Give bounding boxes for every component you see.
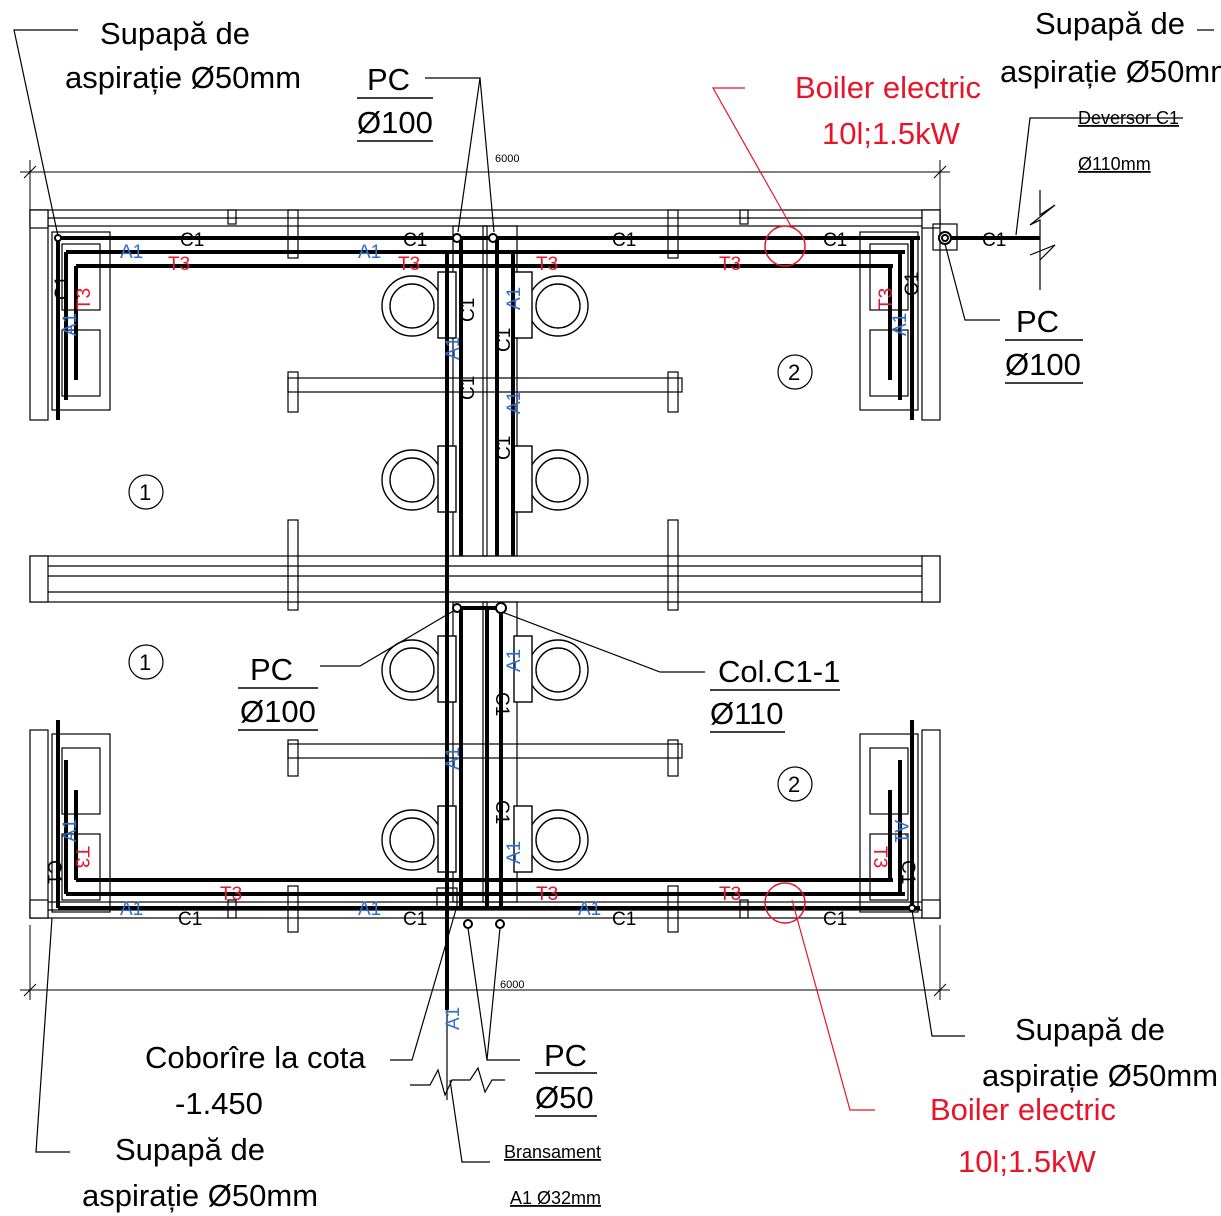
callout-boiler-top: 10l;1.5kW bbox=[822, 116, 961, 151]
tag-t3: T3 bbox=[74, 288, 95, 310]
tag-c1: C1 bbox=[458, 376, 479, 400]
tag-c1: C1 bbox=[491, 800, 512, 824]
tag-c1: C1 bbox=[43, 860, 64, 884]
tag-c1: C1 bbox=[180, 230, 204, 251]
tag-t3: T3 bbox=[220, 884, 242, 905]
tag-c1: C1 bbox=[403, 230, 427, 251]
tag-a1: A1 bbox=[443, 747, 464, 770]
boiler-markers bbox=[764, 225, 806, 924]
leader-lines-red bbox=[711, 87, 875, 1111]
tag-c1: C1 bbox=[902, 272, 923, 296]
callout-supapa-top-left: aspirație Ø50mm bbox=[65, 60, 301, 95]
tag-a1: A1 bbox=[443, 337, 464, 360]
tag-t3: T3 bbox=[71, 846, 92, 868]
tag-c1: C1 bbox=[982, 230, 1006, 251]
tag-c1: C1 bbox=[897, 860, 918, 884]
callout-supapa-bottom-right: Supapă de bbox=[1015, 1012, 1165, 1047]
tag-a1: A1 bbox=[60, 819, 81, 842]
pipe-fittings bbox=[54, 231, 952, 929]
deversor-box bbox=[932, 223, 958, 251]
tag-c1: C1 bbox=[52, 276, 73, 300]
callout-boiler-bottom: 10l;1.5kW bbox=[958, 1144, 1097, 1179]
tag-c1: C1 bbox=[491, 692, 512, 716]
tag-a1: A1 bbox=[120, 899, 143, 920]
toilets bbox=[381, 271, 589, 873]
callout-pc-mid: Ø100 bbox=[240, 694, 316, 729]
dimension-lines bbox=[20, 160, 950, 1000]
tag-a1: A1 bbox=[504, 649, 525, 672]
tag-c1: C1 bbox=[823, 909, 847, 930]
tag-a1: A1 bbox=[504, 391, 525, 414]
callout-coborire: Coborîre la cota bbox=[145, 1040, 366, 1075]
tag-t3: T3 bbox=[869, 846, 890, 868]
tag-a1: A1 bbox=[578, 899, 601, 920]
callout-boiler-top: Boiler electric bbox=[795, 70, 981, 105]
tag-t3: T3 bbox=[876, 288, 897, 310]
tag-t3: T3 bbox=[719, 254, 741, 275]
tag-a1: A1 bbox=[890, 820, 911, 843]
tag-c1: C1 bbox=[494, 328, 515, 352]
tag-a1: A1 bbox=[60, 313, 81, 336]
tag-t3: T3 bbox=[536, 884, 558, 905]
tag-a1: A1 bbox=[504, 841, 525, 864]
callout-col-c1: Ø110 bbox=[710, 696, 784, 731]
tag-t3: T3 bbox=[536, 254, 558, 275]
tag-t3: T3 bbox=[719, 884, 741, 905]
callout-pc-mid: PC bbox=[250, 652, 293, 687]
room-number: 2 bbox=[788, 360, 800, 385]
leader-lines bbox=[13, 29, 1214, 1163]
tag-c1: C1 bbox=[403, 909, 427, 930]
callout-supapa-top-right: aspirație Ø50mm bbox=[1000, 54, 1221, 89]
callout-coborire: -1.450 bbox=[175, 1086, 263, 1121]
callout-pc-right: Ø100 bbox=[1005, 347, 1081, 382]
tag-a1: A1 bbox=[504, 287, 525, 310]
tag-c1: C1 bbox=[612, 909, 636, 930]
tag-a1: A1 bbox=[358, 899, 381, 920]
room-number: 1 bbox=[139, 480, 151, 505]
callout-pc-bottom: Ø50 bbox=[535, 1080, 594, 1115]
pipe-network bbox=[56, 236, 1040, 1010]
callout-pc-right: PC bbox=[1016, 304, 1059, 339]
break-symbols bbox=[410, 190, 1056, 1100]
tag-a1: A1 bbox=[890, 313, 911, 336]
callout-pc-top: Ø100 bbox=[357, 105, 433, 140]
callout-boiler-bottom: Boiler electric bbox=[930, 1092, 1116, 1127]
callout-supapa-bottom-left: aspirație Ø50mm bbox=[82, 1178, 318, 1213]
callout-pc-top: PC bbox=[367, 62, 410, 97]
tag-c1: C1 bbox=[458, 298, 479, 322]
callout-col-c1: Col.C1-1 bbox=[718, 654, 840, 689]
tag-t3: T3 bbox=[398, 254, 420, 275]
callout-supapa-top-right: Supapă de bbox=[1035, 6, 1185, 41]
callout-bransament: Bransament bbox=[504, 1142, 601, 1162]
callout-pc-bottom: PC bbox=[544, 1038, 587, 1073]
bransament-box bbox=[436, 887, 458, 909]
tag-c1: C1 bbox=[494, 436, 515, 460]
callout-supapa-bottom-left: Supapă de bbox=[115, 1132, 265, 1167]
tag-c1: C1 bbox=[612, 230, 636, 251]
callouts: Supapă de aspirație Ø50mm Supapă de aspi… bbox=[65, 6, 1221, 1213]
callout-supapa-top-left: Supapă de bbox=[100, 16, 250, 51]
callout-deversor: Ø110mm bbox=[1078, 154, 1151, 174]
dimension-bottom: 6000 bbox=[500, 979, 524, 991]
callout-bransament: A1 Ø32mm bbox=[510, 1188, 601, 1208]
room-number: 1 bbox=[139, 650, 151, 675]
tag-c1: C1 bbox=[823, 230, 847, 251]
tag-t3: T3 bbox=[168, 254, 190, 275]
room-markers: 1 1 2 2 bbox=[128, 354, 813, 802]
callout-deversor: Deversor C1 bbox=[1078, 108, 1179, 128]
tag-a1: A1 bbox=[443, 1007, 464, 1030]
callout-supapa-bottom-right: aspirație Ø50mm bbox=[982, 1058, 1218, 1093]
tag-c1: C1 bbox=[178, 909, 202, 930]
tag-a1: A1 bbox=[358, 242, 381, 263]
pipe-tags: A1 C1 T3 A1 C1 T3 C1 T3 C1 T3 C1 A1 C1 T… bbox=[43, 230, 1006, 1030]
room-number: 2 bbox=[788, 772, 800, 797]
dimension-top: 6000 bbox=[495, 153, 519, 165]
tag-a1: A1 bbox=[120, 242, 143, 263]
